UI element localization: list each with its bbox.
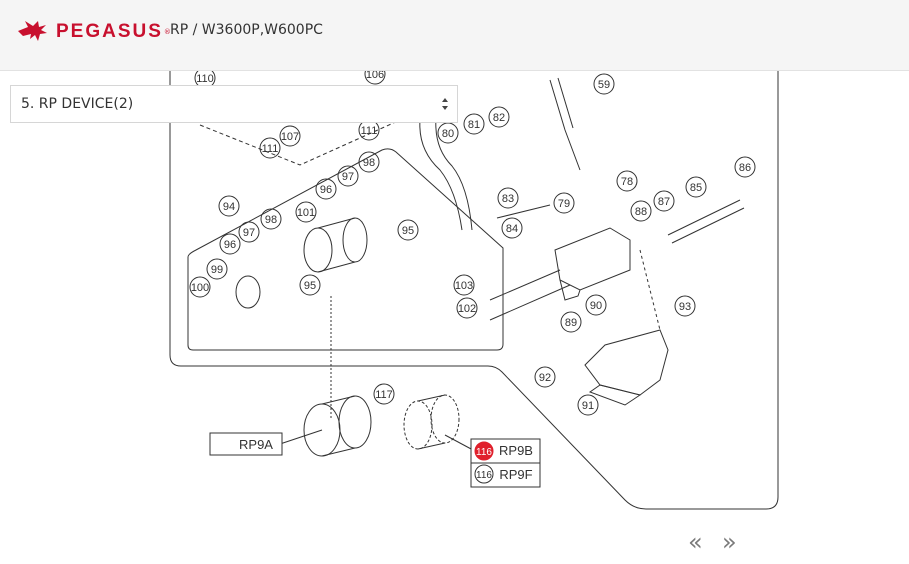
select-arrows-icon bbox=[442, 98, 448, 110]
svg-text:59: 59 bbox=[598, 79, 610, 91]
svg-text:80: 80 bbox=[442, 128, 454, 140]
assembly-label-rp9a[interactable]: RP9A bbox=[209, 432, 283, 456]
svg-text:78: 78 bbox=[621, 176, 633, 188]
svg-text:88: 88 bbox=[635, 206, 647, 218]
svg-text:95: 95 bbox=[402, 225, 414, 237]
highlighted-part-marker[interactable] bbox=[474, 441, 494, 461]
svg-text:103: 103 bbox=[455, 280, 473, 292]
svg-text:95: 95 bbox=[304, 280, 316, 292]
svg-text:117: 117 bbox=[375, 389, 393, 401]
svg-text:91: 91 bbox=[582, 400, 594, 412]
svg-text:98: 98 bbox=[265, 214, 277, 226]
svg-text:82: 82 bbox=[493, 112, 505, 124]
svg-text:96: 96 bbox=[224, 239, 236, 251]
top-bar: PEGASUS ® RP / W3600P,W600PC bbox=[0, 0, 909, 71]
pegasus-logo[interactable]: PEGASUS ® bbox=[16, 17, 171, 47]
next-page-button[interactable]: » bbox=[722, 528, 737, 556]
svg-text:85: 85 bbox=[690, 182, 702, 194]
svg-text:100: 100 bbox=[191, 282, 209, 294]
svg-text:99: 99 bbox=[211, 264, 223, 276]
registered-mark: ® bbox=[163, 28, 171, 36]
pegasus-horse-icon bbox=[18, 21, 47, 41]
svg-text:111: 111 bbox=[361, 125, 378, 137]
svg-text:89: 89 bbox=[565, 317, 577, 329]
assembly-label-rp9b[interactable]: 116 RP9B 116 RP9F bbox=[470, 438, 541, 488]
svg-text:81: 81 bbox=[468, 119, 480, 131]
svg-text:79: 79 bbox=[558, 198, 570, 210]
assembly-label-rp9a-text: RP9A bbox=[239, 437, 273, 452]
svg-text:97: 97 bbox=[243, 227, 255, 239]
page-title: RP / W3600P,W600PC bbox=[170, 22, 323, 38]
page-select[interactable]: 5. RP DEVICE(2) bbox=[10, 85, 458, 123]
svg-text:116: 116 bbox=[476, 470, 492, 481]
svg-text:98: 98 bbox=[363, 157, 375, 169]
assembly-label-rp9f-text: RP9F bbox=[499, 467, 532, 482]
svg-text:94: 94 bbox=[223, 201, 235, 213]
svg-text:93: 93 bbox=[679, 301, 691, 313]
svg-text:102: 102 bbox=[458, 303, 476, 315]
svg-text:107: 107 bbox=[281, 131, 299, 143]
svg-text:101: 101 bbox=[297, 207, 315, 219]
svg-text:110: 110 bbox=[196, 73, 214, 85]
previous-page-button[interactable]: « bbox=[688, 528, 703, 556]
page-select-value: 5. RP DEVICE(2) bbox=[21, 96, 134, 112]
svg-text:83: 83 bbox=[502, 193, 514, 205]
svg-text:87: 87 bbox=[658, 196, 670, 208]
svg-text:90: 90 bbox=[590, 300, 602, 312]
svg-text:96: 96 bbox=[320, 184, 332, 196]
svg-text:111: 111 bbox=[262, 143, 279, 155]
svg-text:97: 97 bbox=[342, 171, 354, 183]
logo-text: PEGASUS bbox=[56, 21, 163, 42]
svg-text:84: 84 bbox=[506, 223, 518, 235]
svg-text:106: 106 bbox=[366, 71, 384, 81]
highlighted-part-number: 116 bbox=[476, 447, 492, 458]
assembly-label-rp9b-text: RP9B bbox=[499, 443, 533, 458]
svg-text:92: 92 bbox=[539, 372, 551, 384]
svg-text:86: 86 bbox=[739, 162, 751, 174]
